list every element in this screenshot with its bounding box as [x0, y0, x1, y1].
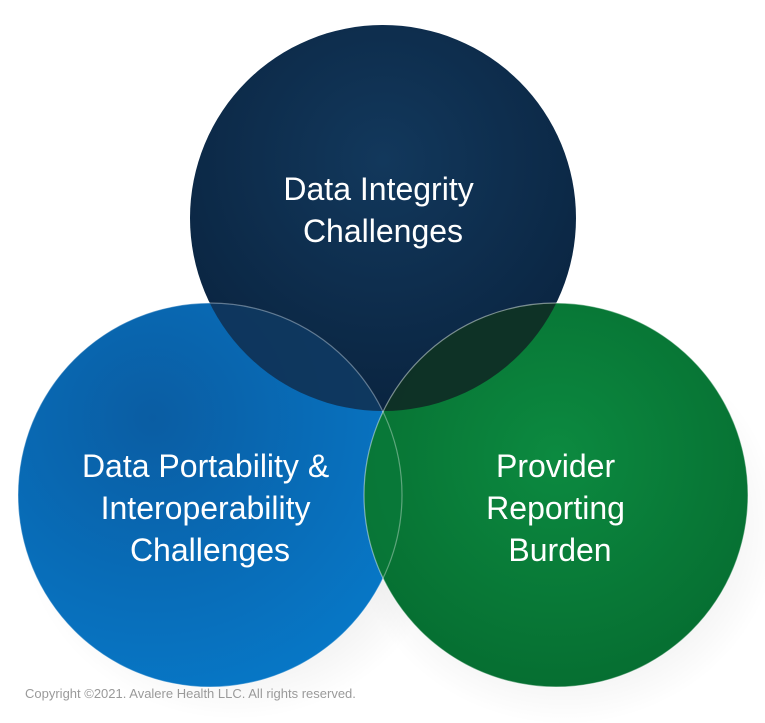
label-right-line-1: Provider [496, 448, 616, 484]
label-right-line-2: Reporting [486, 490, 625, 526]
label-right: Provider Reporting Burden [486, 448, 634, 568]
label-top-line-2: Challenges [303, 213, 463, 249]
copyright-notice: Copyright ©2021. Avalere Health LLC. All… [25, 686, 356, 701]
label-left: Data Portability & Interoperability Chal… [82, 448, 338, 568]
circle-right [364, 303, 748, 687]
label-right-line-3: Burden [508, 532, 611, 568]
edge-left [17, 302, 403, 688]
label-left-line-1: Data Portability & [82, 448, 329, 484]
label-top-line-1: Data Integrity [283, 171, 473, 207]
label-left-line-3: Challenges [130, 532, 290, 568]
label-left-line-2: Interoperability [101, 490, 311, 526]
edge-right [363, 302, 749, 688]
label-top: Data Integrity Challenges [283, 171, 482, 249]
circle-top [190, 25, 576, 411]
circle-left [18, 303, 402, 687]
